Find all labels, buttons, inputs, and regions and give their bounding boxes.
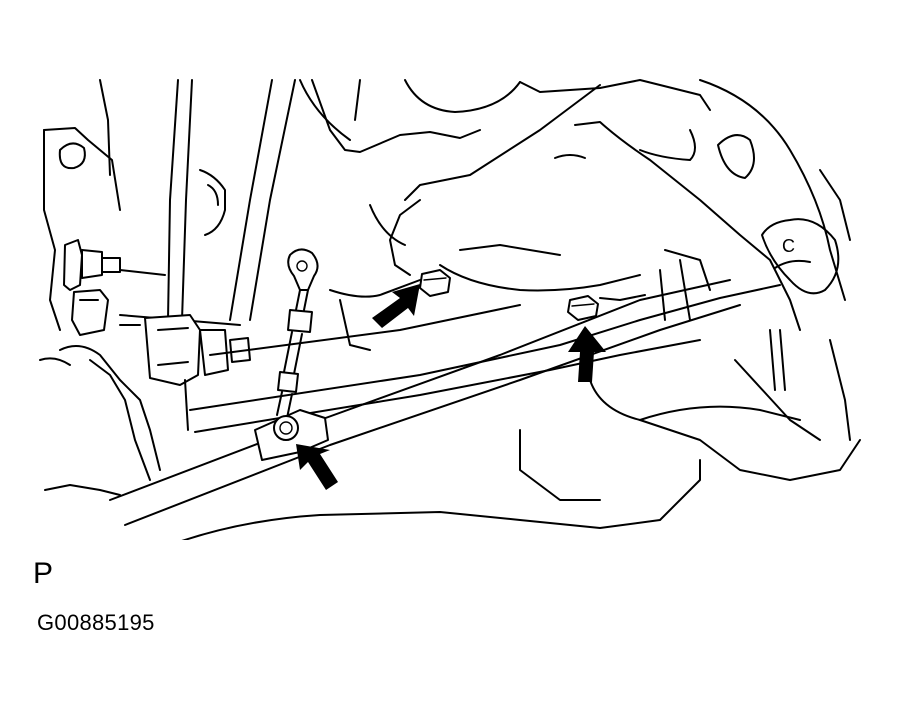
lateral-bars (109, 279, 781, 526)
upper-nut (419, 269, 451, 297)
arrow-link-bolt (296, 444, 338, 490)
part-label-marker: C (782, 236, 795, 256)
arrow-right-nut (568, 326, 606, 382)
figure-id: G00885195 (37, 610, 155, 635)
corner-letter: P (33, 557, 54, 590)
part-label: C (782, 236, 795, 256)
arrow-upper-left-nut (372, 284, 420, 328)
stay-rods (119, 79, 296, 321)
left-hardware (39, 239, 251, 496)
suspension-illustration: C (39, 79, 861, 540)
height-sensor-link (254, 248, 329, 461)
lower-housing-outline (181, 259, 861, 540)
right-nut (567, 295, 599, 321)
chassis-outline (43, 79, 851, 351)
